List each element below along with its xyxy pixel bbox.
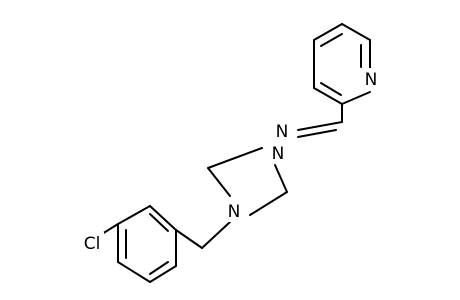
atom-label-n-piperazine-bottom: N: [228, 202, 241, 222]
double-bond-inner: [149, 213, 169, 232]
bond: [117, 261, 151, 283]
bond: [117, 205, 151, 225]
bond: [207, 167, 231, 197]
atom-label-cl: Cl: [84, 234, 101, 254]
bond: [341, 23, 371, 41]
bond: [313, 87, 343, 105]
bond: [341, 91, 371, 105]
label-background: [274, 120, 290, 142]
bond-c-cl: [101, 223, 119, 235]
benzyl-linker: [175, 221, 231, 249]
atom-labels: N N N N Cl: [80, 68, 379, 254]
atom-label-n-piperazine-top: N: [272, 144, 285, 164]
double-bond-inner: [320, 33, 343, 47]
atom-label-n-pyridine: N: [365, 70, 378, 90]
bond: [201, 221, 231, 249]
piperazine-ring: [207, 147, 288, 216]
bond: [207, 147, 263, 169]
double-bond-inner: [320, 82, 342, 96]
bond: [249, 191, 288, 216]
double-bond-inner: [149, 261, 169, 275]
bond: [274, 164, 288, 193]
label-background: [80, 232, 104, 254]
atom-label-n-imine: N: [276, 122, 289, 142]
bond: [313, 23, 343, 41]
label-background: [363, 68, 379, 90]
imine-linker: [279, 103, 343, 153]
label-background: [270, 142, 286, 164]
pyridine-ring: [313, 23, 371, 105]
bond: [297, 121, 343, 131]
bond: [175, 229, 203, 249]
double-bond-inner: [297, 129, 337, 138]
bond: [149, 265, 177, 283]
chlorophenyl-ring: [117, 205, 177, 283]
bond: [149, 205, 177, 231]
label-background: [226, 200, 242, 222]
